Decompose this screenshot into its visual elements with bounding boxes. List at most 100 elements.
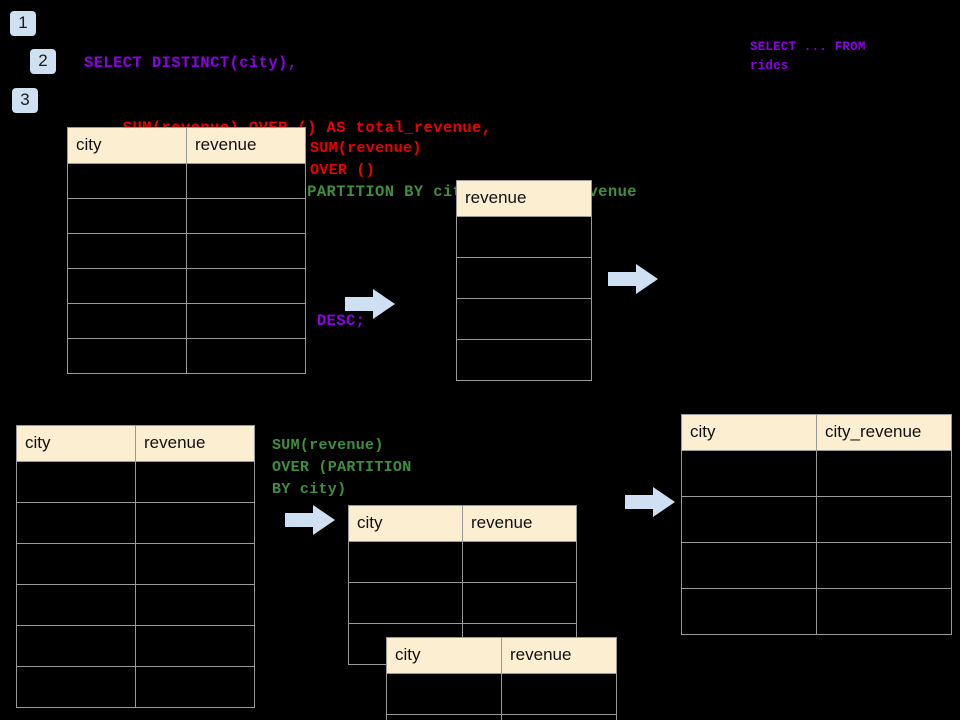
cell	[462, 582, 577, 624]
arrow-partition-to-result	[625, 487, 675, 517]
table-source-top: city revenue	[67, 127, 306, 374]
cell	[681, 496, 817, 543]
arrow-source-to-total	[345, 289, 395, 319]
cell	[16, 584, 136, 626]
cell	[16, 461, 136, 503]
arrow-shaft	[608, 272, 638, 286]
table-row	[456, 216, 592, 258]
table-row	[681, 450, 952, 497]
cell	[681, 450, 817, 497]
table-row	[67, 233, 306, 269]
table-row	[16, 625, 255, 667]
cell	[16, 502, 136, 544]
table-row	[67, 338, 306, 374]
table-row	[67, 163, 306, 199]
table-row	[681, 496, 952, 543]
table-row	[16, 666, 255, 708]
table-row	[348, 541, 577, 583]
table-row	[67, 268, 306, 304]
cell	[456, 298, 592, 340]
cell	[681, 542, 817, 589]
arrow-head	[373, 289, 395, 319]
cell	[67, 303, 187, 339]
cell	[816, 542, 952, 589]
column-header-revenue: revenue	[462, 505, 577, 542]
table-row	[456, 298, 592, 340]
cell	[681, 588, 817, 635]
table-header-row: city revenue	[67, 127, 306, 164]
annotation-select-from: SELECT ... FROM rides	[750, 40, 866, 73]
column-header-revenue: revenue	[135, 425, 255, 462]
column-header-revenue: revenue	[456, 180, 592, 217]
arrow-head	[636, 264, 658, 294]
table-row	[67, 198, 306, 234]
table-row	[386, 714, 617, 720]
table-row	[16, 543, 255, 585]
column-header-city-revenue: city_revenue	[816, 414, 952, 451]
table-row	[456, 339, 592, 381]
step-badge-2-label: 2	[38, 51, 48, 70]
cell	[186, 268, 306, 304]
annotation-sum-over-all: SUM(revenue) OVER ()	[310, 140, 422, 179]
table-row	[16, 502, 255, 544]
step-badge-1-label: 1	[18, 13, 28, 32]
table-partition-upper: city revenue	[348, 505, 577, 665]
cell	[386, 673, 502, 715]
cell	[456, 216, 592, 258]
arrow-head	[653, 487, 675, 517]
cell	[816, 496, 952, 543]
cell	[186, 303, 306, 339]
column-header-city: city	[348, 505, 463, 542]
step-badge-2: 2	[30, 49, 56, 74]
table-row	[386, 673, 617, 715]
sql-line-1: SELECT DISTINCT(city),	[84, 54, 298, 72]
table-header-row: revenue	[456, 180, 592, 217]
arrow-shaft	[345, 297, 375, 311]
cell	[16, 625, 136, 667]
table-row	[348, 582, 577, 624]
table-row	[16, 461, 255, 503]
cell	[816, 588, 952, 635]
cell	[456, 339, 592, 381]
step-badge-1: 1	[10, 11, 36, 36]
cell	[135, 502, 255, 544]
table-row	[16, 584, 255, 626]
cell	[348, 582, 463, 624]
cell	[456, 257, 592, 299]
cell	[462, 541, 577, 583]
cell	[386, 714, 502, 720]
table-header-row: city revenue	[348, 505, 577, 542]
step-badge-3-label: 3	[20, 90, 30, 109]
annotation-sum-over-partition: SUM(revenue) OVER (PARTITION BY city)	[272, 437, 412, 498]
cell	[135, 543, 255, 585]
table-source-bottom: city revenue	[16, 425, 255, 708]
cell	[16, 543, 136, 585]
table-header-row: city revenue	[386, 637, 617, 674]
cell	[186, 338, 306, 374]
cell	[135, 625, 255, 667]
column-header-revenue: revenue	[501, 637, 617, 674]
arrow-head	[313, 505, 335, 535]
column-header-city: city	[681, 414, 817, 451]
table-partition-lower: city revenue	[386, 637, 617, 720]
column-header-city: city	[67, 127, 187, 164]
cell	[348, 541, 463, 583]
step-badge-3: 3	[12, 88, 38, 113]
cell	[67, 163, 187, 199]
table-total-revenue: revenue	[456, 180, 592, 381]
cell	[135, 666, 255, 708]
cell	[67, 198, 187, 234]
cell	[67, 268, 187, 304]
table-row	[681, 542, 952, 589]
cell	[16, 666, 136, 708]
table-row	[67, 303, 306, 339]
cell	[67, 233, 187, 269]
arrow-source-to-partition	[285, 505, 335, 535]
cell	[501, 714, 617, 720]
table-header-row: city city_revenue	[681, 414, 952, 451]
table-row	[456, 257, 592, 299]
table-header-row: city revenue	[16, 425, 255, 462]
column-header-revenue: revenue	[186, 127, 306, 164]
table-row	[681, 588, 952, 635]
